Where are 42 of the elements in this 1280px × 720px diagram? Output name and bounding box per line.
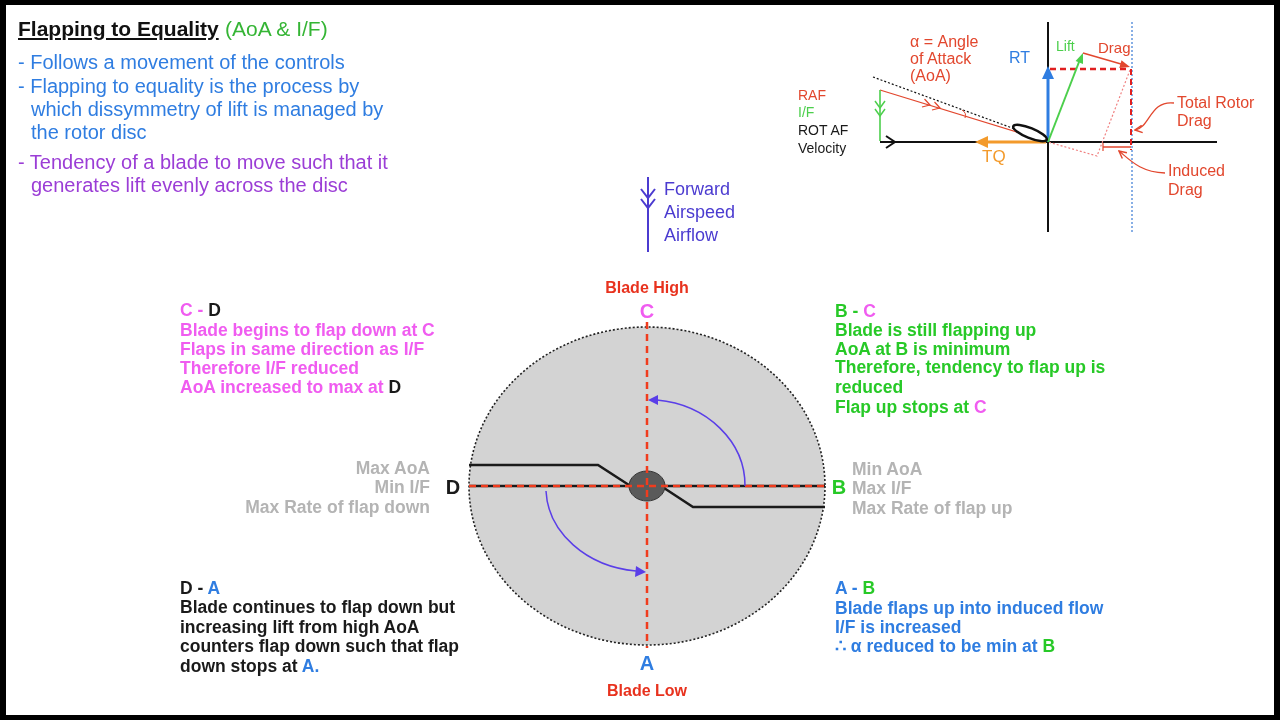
vector-label: Lift [1056, 37, 1075, 55]
point-letter: C [639, 299, 655, 323]
phase-text: Blade continues to flap down but increasing lift from high AoA counters flap down such that flap down stops at A. [180, 598, 461, 676]
phase-text: Flap up stops at C [835, 396, 987, 418]
vector-label: ROT AF Velocity [798, 121, 850, 157]
phase-text: Blade begins to flap down at C [180, 319, 435, 341]
property-label: Min AoA [852, 458, 923, 480]
vector-label: TQ [982, 147, 1006, 167]
property-label: Max Rate of flap down [245, 496, 430, 518]
vector-label: RT [1009, 47, 1031, 67]
leader-line [1118, 150, 1166, 174]
bullet-point: - Flapping to equality is the process by which dissymmetry of lift is managed by the rotor disc [18, 74, 385, 144]
position-label: Blade High [605, 277, 689, 297]
point-letter: D [445, 475, 461, 499]
vector-label: I/F [798, 103, 815, 121]
callout-text: Induced Drag [1168, 160, 1240, 199]
title: Flapping to Equality [18, 15, 219, 41]
position-label: Blade Low [607, 680, 687, 700]
vector-label: RAF [798, 86, 826, 104]
vector-label: Drag [1098, 39, 1131, 57]
bullet-point: - Tendency of a blade to move such that it generates lift evenly across the disc [18, 150, 389, 197]
point-letter: B [831, 475, 847, 499]
property-label: Max Rate of flap up [852, 497, 1013, 519]
phase-text: ∴ α reduced to be min at B [835, 635, 1056, 657]
phase-text: AoA increased to max at D [180, 376, 402, 398]
phase-heading: D - A [180, 577, 221, 599]
phase-heading: A - B [835, 577, 876, 599]
callout-text: Total Rotor Drag [1177, 94, 1272, 130]
airflow-label: Forward Airspeed Airflow [664, 177, 737, 247]
phase-text: Blade is still flapping up [835, 319, 1037, 341]
angle-label: α = Angle of Attack (AoA) [910, 32, 980, 84]
phase-text: Therefore, tendency to flap up is reduced [835, 358, 1107, 398]
property-label: Max I/F [852, 477, 912, 499]
leader-line [1134, 102, 1175, 133]
subtitle-text: (AoA & I/F) [225, 15, 328, 41]
property-label: Min I/F [374, 476, 430, 498]
phase-heading: B - C [835, 300, 876, 322]
property-label: Max AoA [355, 457, 430, 479]
phase-text: Blade flaps up into induced flow [835, 597, 1104, 619]
point-letter: A [639, 651, 655, 675]
bullet-point: - Follows a movement of the controls [18, 50, 346, 74]
phase-heading: C - D [180, 299, 221, 321]
